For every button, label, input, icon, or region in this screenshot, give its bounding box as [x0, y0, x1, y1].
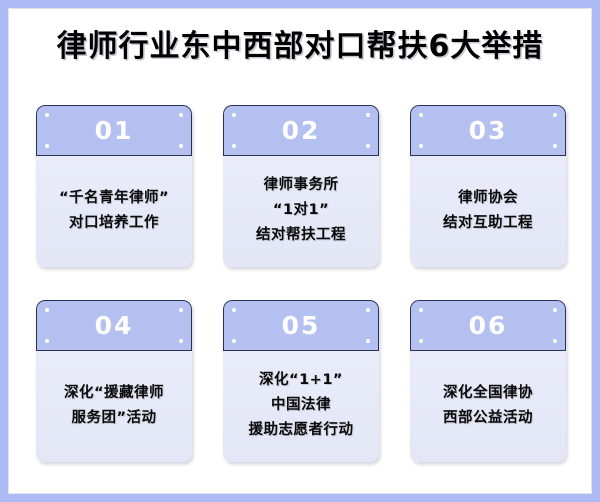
card-header-03: 03 — [410, 105, 566, 156]
measure-card-grid: 01 “千名青年律师” 对口培养工作 02 律师事务所 “1 — [36, 105, 574, 462]
card-header-04: 04 — [36, 300, 192, 351]
screw-icon — [553, 339, 557, 343]
screw-icon — [179, 144, 183, 148]
screw-icon — [553, 144, 557, 148]
card-text-line: 深化“援藏律师 — [63, 384, 165, 401]
measure-card-02[interactable]: 02 律师事务所 “1对1” 结对帮扶工程 — [223, 105, 379, 267]
screw-icon — [45, 308, 49, 312]
card-body-05: 深化“1+1” 中国法律 援助志愿者行动 — [223, 351, 379, 462]
card-text-line: “千名青年律师” — [58, 189, 170, 206]
card-number: 01 — [94, 115, 134, 145]
measure-card-04[interactable]: 04 深化“援藏律师 服务团”活动 — [36, 300, 192, 462]
card-body-02: 律师事务所 “1对1” 结对帮扶工程 — [223, 156, 379, 267]
card-number: 03 — [468, 115, 508, 145]
card-number: 06 — [468, 310, 508, 340]
screw-icon — [366, 308, 370, 312]
card-text-line: 律师事务所 — [263, 177, 339, 193]
measure-card-06[interactable]: 06 深化全国律协 西部公益活动 — [410, 300, 566, 462]
screw-icon — [232, 144, 236, 148]
card-header-02: 02 — [223, 105, 379, 156]
card-number: 02 — [281, 115, 321, 145]
card-text-line: 西部公益活动 — [443, 409, 533, 426]
card-text-line: 中国法律 — [271, 397, 331, 413]
screw-icon — [179, 339, 183, 343]
card-text-line: 结对帮扶工程 — [256, 227, 346, 243]
screw-icon — [366, 144, 370, 148]
card-text-line: 对口培养工作 — [69, 214, 159, 231]
card-body-06: 深化全国律协 西部公益活动 — [410, 351, 566, 462]
screw-icon — [366, 113, 370, 117]
card-number: 04 — [94, 310, 134, 340]
card-body-04: 深化“援藏律师 服务团”活动 — [36, 351, 192, 462]
card-header-05: 05 — [223, 300, 379, 351]
card-header-01: 01 — [36, 105, 192, 156]
screw-icon — [179, 308, 183, 312]
screw-icon — [179, 113, 183, 117]
screw-icon — [419, 339, 423, 343]
card-text-line: 律师协会 — [458, 189, 518, 206]
card-body-01: “千名青年律师” 对口培养工作 — [36, 156, 192, 267]
card-text-line: 援助志愿者行动 — [248, 422, 354, 438]
card-text-line: 结对互助工程 — [443, 214, 533, 231]
page-title: 律师行业东中西部对口帮扶6大举措 — [56, 29, 544, 64]
card-number: 05 — [281, 310, 321, 340]
measure-card-03[interactable]: 03 律师协会 结对互助工程 — [410, 105, 566, 267]
screw-icon — [366, 339, 370, 343]
screw-icon — [232, 113, 236, 117]
card-text-line: 深化全国律协 — [443, 384, 533, 401]
screw-icon — [553, 308, 557, 312]
card-text-line: 深化“1+1” — [259, 372, 343, 388]
screw-icon — [419, 113, 423, 117]
screw-icon — [232, 339, 236, 343]
card-text-line: “1对1” — [272, 202, 330, 218]
screw-icon — [553, 113, 557, 117]
screw-icon — [419, 144, 423, 148]
screw-icon — [45, 113, 49, 117]
screw-icon — [232, 308, 236, 312]
poster-inner-frame: 律师行业东中西部对口帮扶6大举措 01 “千名青年律师” 对口培养工作 — [8, 8, 592, 494]
screw-icon — [45, 339, 49, 343]
measure-card-05[interactable]: 05 深化“1+1” 中国法律 援助志愿者行动 — [223, 300, 379, 462]
card-text-line: 服务团”活动 — [71, 409, 157, 426]
screw-icon — [45, 144, 49, 148]
measure-card-01[interactable]: 01 “千名青年律师” 对口培养工作 — [36, 105, 192, 267]
card-body-03: 律师协会 结对互助工程 — [410, 156, 566, 267]
screw-icon — [419, 308, 423, 312]
card-header-06: 06 — [410, 300, 566, 351]
